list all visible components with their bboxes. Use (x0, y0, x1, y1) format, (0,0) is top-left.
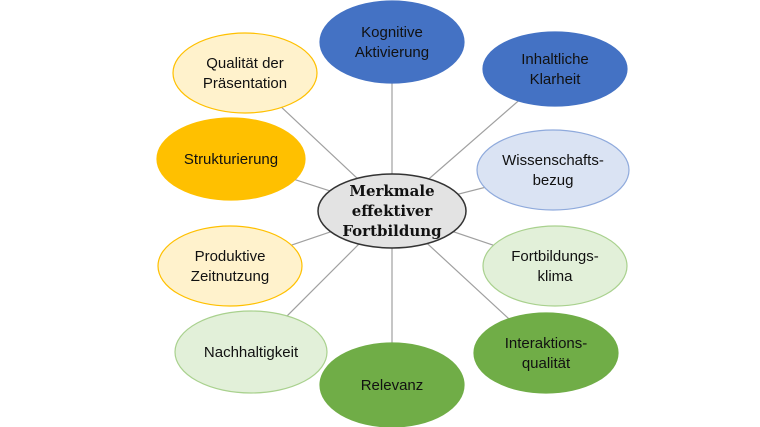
node-fortbildungsklima-label-line: klima (537, 268, 573, 285)
node-kognitive-aktivierung-ellipse (319, 0, 465, 84)
node-fortbildungsklima: Fortbildungs-klima (482, 225, 628, 307)
node-fortbildungsklima-label-line: Fortbildungs- (511, 248, 599, 265)
node-produktive-zeitnutzung-label-line: Produktive (195, 248, 266, 265)
node-wissenschaftsbezug: Wissenschafts-bezug (476, 129, 630, 211)
node-relevanz-ellipse (319, 342, 465, 427)
node-inhaltliche-klarheit-label-line: Inhaltliche (521, 51, 589, 68)
node-produktive-zeitnutzung-label-line: Zeitnutzung (191, 268, 269, 285)
center-node-label-line: effektiver (352, 202, 434, 220)
node-interaktionsqualitaet-label-line: qualität (522, 355, 571, 372)
node-fortbildungsklima-ellipse (482, 225, 628, 307)
center-node-label-line: Fortbildung (342, 222, 442, 240)
node-interaktionsqualitaet-ellipse (473, 312, 619, 394)
node-qualitaet-der-praesentation-label-line: Präsentation (203, 75, 287, 92)
center-node-label-line: Merkmale (349, 182, 434, 200)
node-nachhaltigkeit-label-line: Nachhaltigkeit (204, 344, 299, 361)
center-node-ellipse (317, 173, 467, 249)
node-qualitaet-der-praesentation-label-line: Qualität der (206, 55, 284, 72)
node-nachhaltigkeit: Nachhaltigkeit (174, 310, 328, 394)
node-relevanz: Relevanz (319, 342, 465, 427)
node-wissenschaftsbezug-ellipse (476, 129, 630, 211)
node-strukturierung: Strukturierung (156, 117, 306, 201)
node-strukturierung-label-line: Strukturierung (184, 151, 278, 168)
node-wissenschaftsbezug-label-line: bezug (533, 172, 574, 189)
node-produktive-zeitnutzung-ellipse (157, 225, 303, 307)
node-qualitaet-der-praesentation-ellipse (172, 32, 318, 114)
node-strukturierung-ellipse (156, 117, 306, 201)
node-relevanz-label-line: Relevanz (361, 377, 424, 394)
node-inhaltliche-klarheit-label-line: Klarheit (530, 71, 582, 88)
node-wissenschaftsbezug-label-line: Wissenschafts- (502, 152, 604, 169)
node-interaktionsqualitaet: Interaktions-qualität (473, 312, 619, 394)
node-nachhaltigkeit-ellipse (174, 310, 328, 394)
node-inhaltliche-klarheit-ellipse (482, 31, 628, 107)
node-kognitive-aktivierung-label-line: Aktivierung (355, 44, 429, 61)
node-interaktionsqualitaet-label-line: Interaktions- (505, 335, 588, 352)
node-kognitive-aktivierung-label-line: Kognitive (361, 24, 423, 41)
